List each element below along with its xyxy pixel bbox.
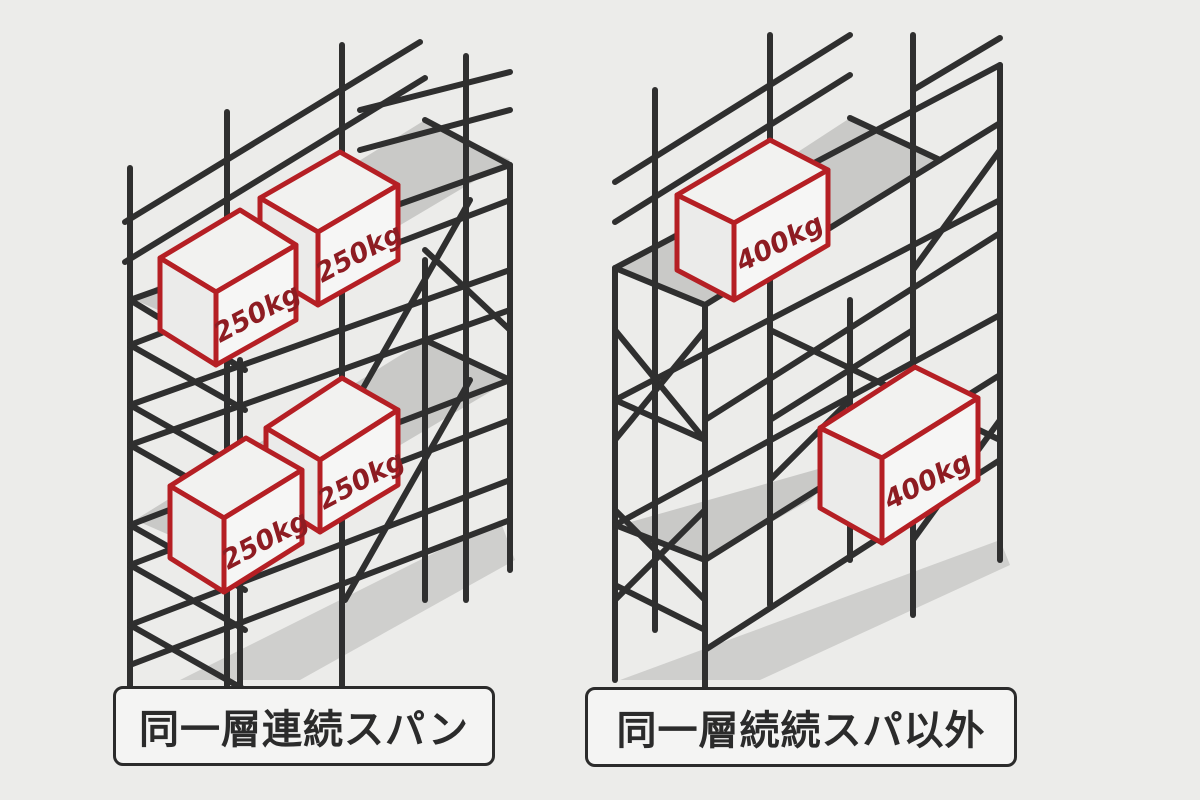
load-box-left-lower-front: 250kg [167, 435, 314, 595]
load-box-left-upper-front: 250kg [157, 207, 306, 368]
load-box-right-upper: 400kg [674, 137, 831, 303]
left-scaffold [122, 39, 515, 693]
load-box-right-lower: 400kg [817, 364, 981, 546]
load-box-left-upper-back: 250kg [257, 149, 408, 308]
right-scaffold [612, 32, 1010, 693]
left-panel-label-text: 同一層連続スパン [139, 707, 469, 753]
right-ground-shadow [620, 540, 1010, 680]
left-panel-label: 同一層連続スパン [113, 686, 495, 766]
right-panel-label: 同一層続続スパ以外 [585, 687, 1017, 767]
right-panel-label-text: 同一層続続スパ以外 [616, 708, 986, 754]
